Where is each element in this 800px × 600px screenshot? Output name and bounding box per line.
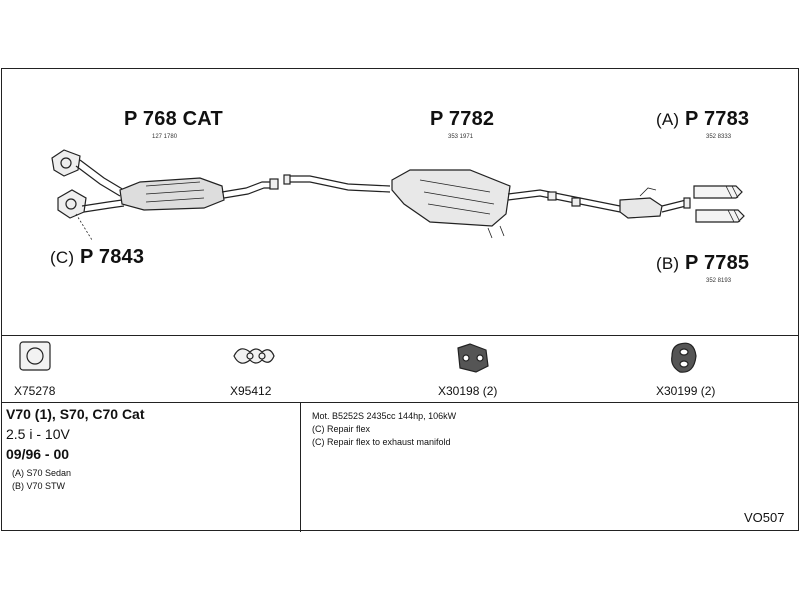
accessory-code[interactable]: X75278 bbox=[14, 384, 56, 398]
part-code: P 7783 bbox=[685, 108, 750, 130]
part-code: P 768 CAT bbox=[124, 108, 223, 130]
variant-prefix: (B) bbox=[656, 254, 680, 273]
engine-note: Mot. B5252S 2435cc 144hp, 106kW bbox=[312, 411, 457, 421]
manifold-flange-upper-icon bbox=[51, 149, 81, 177]
rubber-mount-icon bbox=[457, 343, 489, 373]
catalytic-converter-icon bbox=[119, 177, 225, 211]
part-label-p7785[interactable]: (B) P 7785 bbox=[656, 252, 749, 275]
accessory-code[interactable]: X30198 (2) bbox=[438, 384, 498, 398]
part-ref-p768: 127 1780 bbox=[152, 134, 178, 140]
divider-info-columns bbox=[300, 402, 301, 532]
diagram-code: VO507 bbox=[744, 510, 785, 525]
variant-note-b: (B) V70 STW bbox=[12, 481, 66, 491]
gasket-icon bbox=[19, 341, 51, 371]
part-label-p7783[interactable]: (A) P 7783 bbox=[656, 108, 749, 131]
variant-note-a: (A) S70 Sedan bbox=[12, 468, 72, 478]
rubber-ring-icon bbox=[671, 342, 697, 373]
part-ref-p7782: 353 1971 bbox=[448, 134, 474, 140]
vehicle-years: 09/96 - 00 bbox=[6, 446, 70, 462]
vehicle-models: V70 (1), S70, C70 Cat bbox=[6, 406, 145, 422]
part-label-p7782[interactable]: P 7782 bbox=[430, 108, 494, 131]
clamp-icon bbox=[233, 348, 275, 364]
divider-accessories-info bbox=[2, 402, 798, 403]
part-code: P 7785 bbox=[685, 252, 750, 274]
part-code: P 7782 bbox=[430, 108, 495, 130]
divider-parts-accessories bbox=[2, 335, 798, 336]
tailpipe-b-icon bbox=[695, 209, 745, 223]
part-label-p7843[interactable]: (C) P 7843 bbox=[50, 246, 144, 269]
part-code: P 7843 bbox=[79, 246, 145, 268]
repair-note: (C) Repair flex to exhaust manifold bbox=[312, 437, 451, 447]
tailpipe-a-icon bbox=[693, 185, 743, 199]
variant-prefix: (A) bbox=[656, 110, 680, 129]
vehicle-engine: 2.5 i - 10V bbox=[6, 426, 70, 442]
rear-box-icon bbox=[619, 197, 691, 219]
part-ref-p7783: 352 8333 bbox=[706, 134, 732, 140]
part-label-p768[interactable]: P 768 CAT bbox=[124, 108, 223, 131]
diagram-frame bbox=[1, 68, 799, 532]
accessory-code[interactable]: X30199 (2) bbox=[656, 384, 716, 398]
repair-note: (C) Repair flex bbox=[312, 424, 371, 434]
middle-silencer-icon bbox=[391, 169, 511, 239]
variant-prefix: (C) bbox=[50, 248, 75, 267]
accessory-code[interactable]: X95412 bbox=[230, 384, 272, 398]
part-ref-p7785: 352 8193 bbox=[706, 278, 732, 284]
